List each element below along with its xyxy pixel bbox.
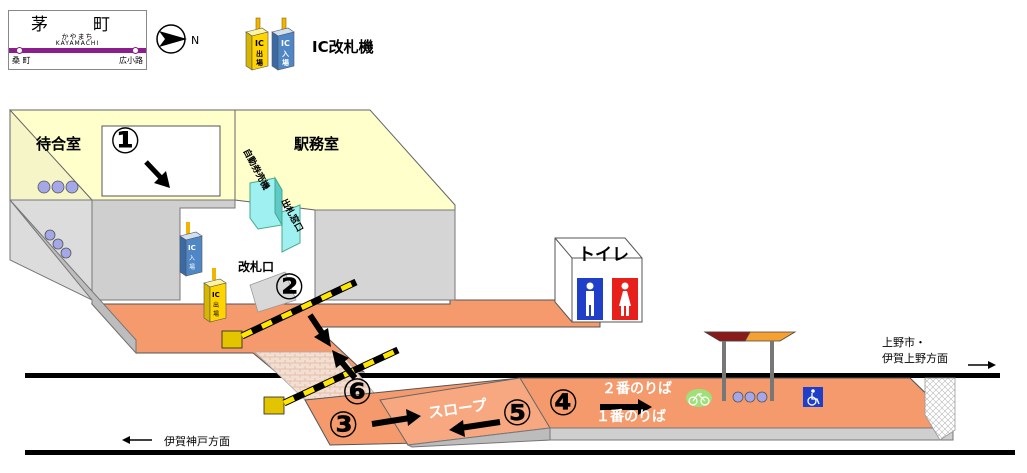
station-kana: かやまち (61, 33, 94, 41)
east-direction-arrow-icon (968, 361, 996, 369)
svg-text:出: 出 (256, 49, 263, 58)
prev-station: 桑 町 (12, 56, 31, 65)
route-arrow-6-icon (332, 350, 358, 380)
platform-fence (924, 377, 956, 441)
toilet-label: トイレ (578, 245, 629, 265)
west-direction-arrow-icon (122, 436, 152, 444)
route-number-2: ② (274, 267, 305, 308)
track-1-label: １番のりば (596, 409, 666, 425)
office-front-wall (314, 209, 456, 301)
route-arrow-4-icon (600, 399, 652, 415)
svg-text:場: 場 (213, 310, 219, 318)
east-direction-label: 上野市・ 伊賀上野方面 (882, 336, 948, 365)
ic-exit-gate-icon: IC 出 場 (203, 268, 227, 323)
route-number-3: ③ (328, 405, 359, 446)
svg-text:出: 出 (213, 301, 219, 309)
next-station: 広小路 (119, 56, 143, 65)
crossing-barrier-north-icon (221, 278, 358, 349)
ticket-gate-label: 改札口 (238, 260, 275, 274)
svg-text:入: 入 (189, 255, 195, 262)
station-office-label: 駅務室 (294, 135, 340, 153)
compass-label: N (191, 34, 199, 47)
wheelchair-accessible-icon (803, 387, 823, 407)
route-arrow-3-icon (371, 409, 421, 427)
ic-gate-legend-icon: IC 出 場 IC 入 場 (245, 17, 295, 71)
route-arrow-2-icon (307, 313, 331, 347)
ticket-gate-area (249, 271, 297, 313)
svg-text:IC: IC (188, 244, 196, 252)
route-arrow-1-icon (144, 160, 170, 188)
ic-entry-gate-icon: IC 入 場 (179, 222, 203, 277)
platform-bench-icon (732, 391, 768, 403)
rail-south (25, 450, 1015, 455)
waiting-room-ledge (9, 199, 137, 355)
crossing-barrier-south-icon (263, 346, 400, 415)
svg-text:入: 入 (281, 50, 289, 58)
bench-icon (44, 229, 72, 259)
svg-text:IC: IC (281, 39, 290, 48)
prev-station-dot (16, 47, 23, 54)
rail-north (25, 373, 1000, 378)
line-color-bar (9, 48, 146, 53)
fare-window-icon (281, 204, 301, 253)
route-number-1: ① (110, 121, 141, 162)
west-direction-label: 伊賀神戸方面 (164, 435, 230, 448)
station-name: 茅 町 (31, 15, 124, 35)
platform-edge (549, 427, 954, 441)
station-romaji: KAYAMACHI (55, 40, 100, 47)
track-2-label: ２番のりば (602, 381, 672, 397)
bench-icon (37, 180, 79, 194)
bicycle-icon (686, 389, 712, 407)
svg-text:IC: IC (255, 39, 264, 48)
next-station-dot (132, 47, 139, 54)
route-number-5: ⑤ (502, 393, 533, 434)
north-compass-icon: N (156, 24, 199, 54)
svg-text:場: 場 (282, 58, 289, 67)
svg-text:場: 場 (189, 263, 195, 271)
ic-gate-legend-label: IC改札機 (312, 38, 374, 56)
route-number-4: ④ (548, 383, 579, 424)
route-arrow-5-icon (449, 419, 501, 437)
route-number-6: ⑥ (342, 372, 373, 413)
svg-text:場: 場 (256, 58, 263, 67)
station-name-sign: 茅 町 かやまち KAYAMACHI 桑 町 広小路 (8, 10, 147, 70)
svg-text:IC: IC (212, 291, 220, 299)
waiting-room-label: 待合室 (36, 135, 82, 153)
